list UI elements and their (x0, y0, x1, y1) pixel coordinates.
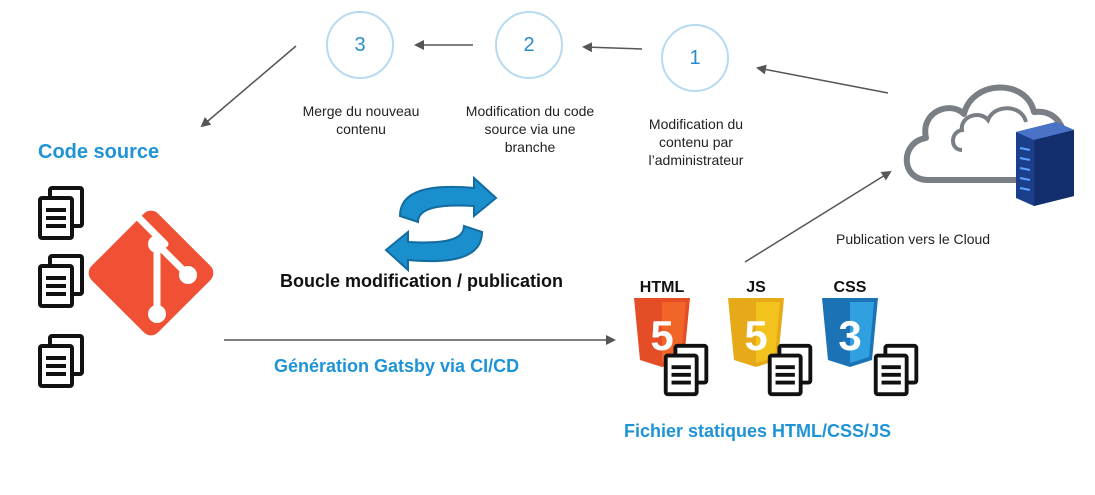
step-label-2-line: branche (504, 139, 556, 155)
css3-badge-icon: CSS 3 (822, 279, 878, 367)
document-icon-1 (38, 186, 84, 240)
step-label-2-line: source via une (484, 121, 576, 137)
html-badge-digit: 5 (650, 312, 673, 359)
document-icon-3 (38, 334, 84, 388)
document-icon-css (873, 343, 919, 397)
step-label-2: Modification du code source via une bran… (444, 102, 616, 156)
step-circle-2: 2 (495, 11, 563, 79)
html-badge-text: HTML (640, 279, 685, 296)
js-badge-digit: 5 (744, 312, 767, 359)
css-badge-digit: 3 (838, 312, 861, 359)
step-label-2-line: Modification du code (465, 103, 595, 119)
step-label-1: Modification du contenu par l’administra… (618, 115, 774, 169)
step-label-3-line: Merge du nouveau (302, 103, 420, 119)
generation-label: Génération Gatsby via CI/CD (274, 356, 520, 376)
arrow-step1-to-step2 (582, 42, 643, 53)
step-circle-1: 1 (661, 24, 729, 92)
sync-arrows-icon (384, 175, 498, 273)
js-badge-icon: JS 5 (728, 279, 784, 367)
step-number-2: 2 (523, 33, 535, 56)
flow-arrows (200, 40, 892, 345)
static-files-title: Fichier statiques HTML/CSS/JS (624, 421, 892, 441)
cloud-publish-label: Publication vers le Cloud (836, 231, 991, 247)
step-number-3: 3 (354, 33, 366, 56)
js-badge-text: JS (746, 279, 766, 296)
arrow-static-to-cloud (744, 170, 892, 263)
arrow-cloud-to-step1 (756, 64, 889, 94)
step-label-1-line: contenu par (659, 134, 733, 150)
cloud-icon-inner (951, 106, 1028, 152)
step-label-1-line: l’administrateur (648, 152, 744, 168)
git-logo-icon (88, 210, 214, 336)
code-source-title: Code source (38, 141, 160, 163)
step-label-3: Merge du nouveau contenu (276, 102, 446, 138)
step-label-1-line: Modification du (648, 116, 744, 132)
step-circle-3: 3 (326, 11, 394, 79)
step-label-3-line: contenu (336, 121, 386, 137)
server-icon (1016, 122, 1074, 206)
arrow-step3-to-source (200, 45, 297, 128)
css-badge-text: CSS (834, 279, 867, 296)
loop-label: Boucle modification / publication (280, 271, 564, 291)
document-icon-2 (38, 254, 84, 308)
step-number-1: 1 (689, 46, 701, 69)
